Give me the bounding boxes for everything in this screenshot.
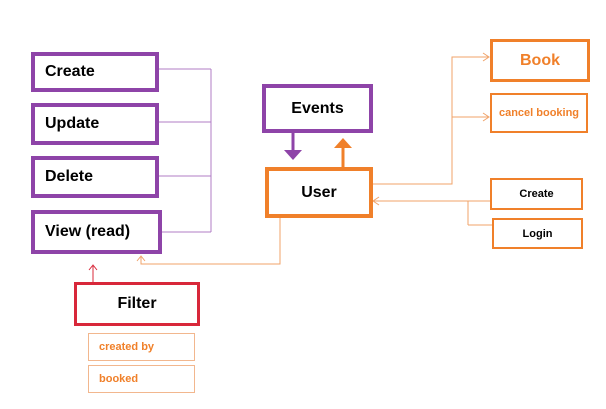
update-node-label: Update xyxy=(45,115,100,132)
book-node[interactable]: Book xyxy=(490,39,590,82)
filter-node[interactable]: Filter xyxy=(74,282,200,326)
account-create-node[interactable]: Create xyxy=(490,178,583,210)
delete-node-label: Delete xyxy=(45,168,94,185)
account-create-node-label: Create xyxy=(519,188,554,200)
view-read-node[interactable]: View (read) xyxy=(31,210,162,254)
login-node[interactable]: Login xyxy=(492,218,583,249)
view-read-node-label: View (read) xyxy=(45,223,131,240)
create-node[interactable]: Create xyxy=(31,52,159,92)
filter-option-booked[interactable]: booked xyxy=(88,365,195,393)
filter-option-created-by-label: created by xyxy=(99,341,155,353)
down-arrowhead xyxy=(284,150,302,160)
up-arrowhead xyxy=(334,138,352,148)
user-node[interactable]: User xyxy=(265,167,373,218)
filter-to-view-line xyxy=(88,264,98,282)
user-to-view-line xyxy=(136,218,281,265)
events-node-label: Events xyxy=(291,99,344,117)
filter-node-label: Filter xyxy=(117,295,157,312)
create-node-label: Create xyxy=(45,63,95,80)
cancel-booking-node[interactable]: cancel booking xyxy=(490,93,588,133)
events-node[interactable]: Events xyxy=(262,84,373,133)
filter-option-created-by[interactable]: created by xyxy=(88,333,195,361)
user-to-booking-line xyxy=(373,52,490,185)
delete-node[interactable]: Delete xyxy=(31,156,159,198)
user-node-label: User xyxy=(301,183,337,201)
update-node[interactable]: Update xyxy=(31,103,159,145)
account-to-user-line xyxy=(372,196,492,226)
book-node-label: Book xyxy=(520,51,560,69)
crud-bracket xyxy=(158,68,212,233)
filter-option-booked-label: booked xyxy=(99,373,139,385)
cancel-booking-node-label: cancel booking xyxy=(498,107,580,119)
login-node-label: Login xyxy=(522,227,553,240)
